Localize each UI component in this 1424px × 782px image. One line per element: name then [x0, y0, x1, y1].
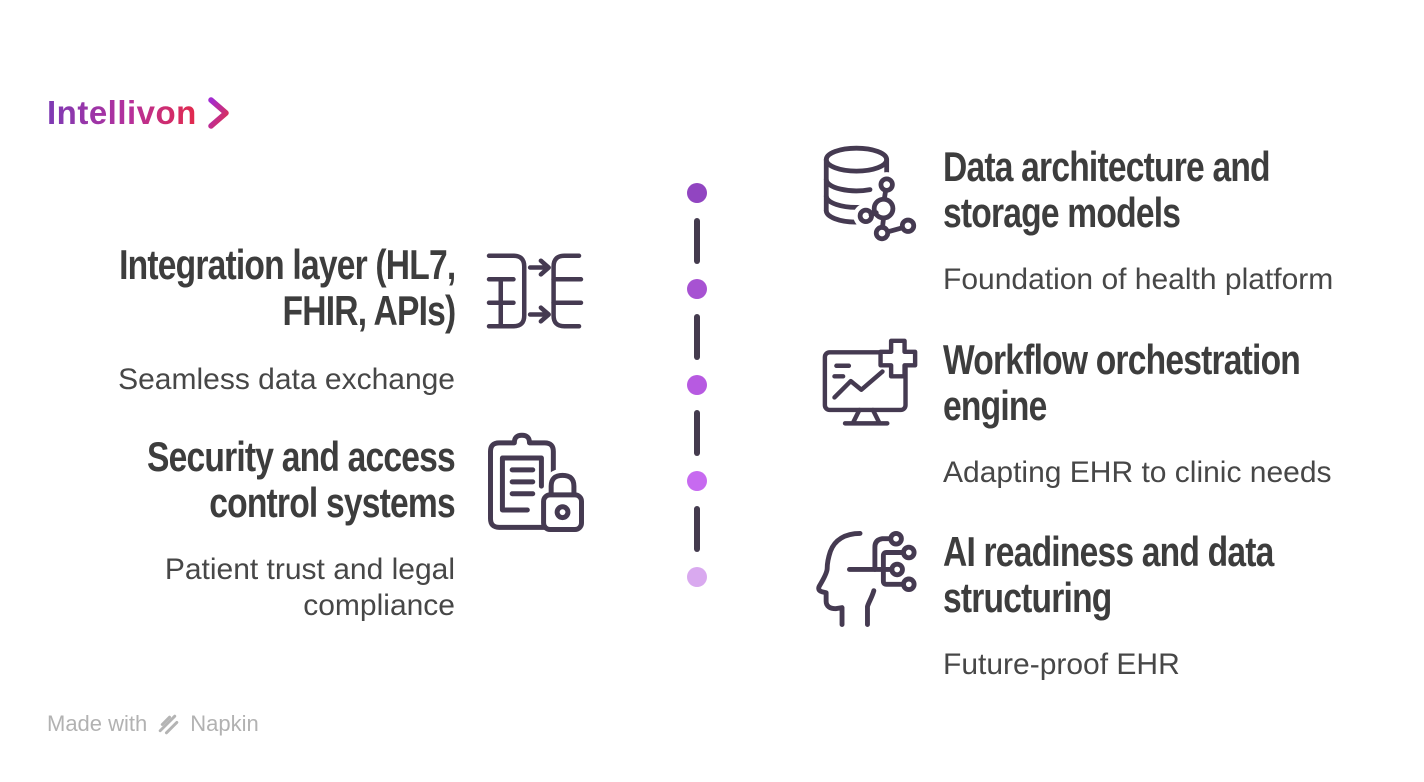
brand-name: Intellivon	[47, 94, 197, 131]
napkin-logo-icon	[156, 712, 181, 737]
clipboard-lock-icon	[481, 432, 591, 541]
right-item-1-subtitle: Foundation of health platform	[943, 263, 1334, 296]
made-with-label: Made with	[47, 711, 148, 736]
ai-head-circuit-icon	[804, 526, 932, 637]
left-item-2-subtitle: Patient trust and legal compliance	[164, 553, 455, 622]
left-item-1-subtitle: Seamless data exchange	[118, 363, 455, 396]
data-mapping-icon	[479, 247, 591, 342]
left-item-1-title: Integration layer (HL7, FHIR, APIs)	[118, 241, 456, 334]
monitor-health-icon	[812, 336, 928, 437]
chevron-right-icon	[207, 95, 232, 131]
left-item-2-title: Security and access control systems	[147, 433, 456, 526]
timeline-dot	[687, 471, 707, 491]
timeline	[687, 183, 707, 587]
timeline-connector	[694, 314, 700, 360]
timeline-connector	[694, 410, 700, 456]
timeline-dot	[687, 279, 707, 299]
timeline-connector	[694, 506, 700, 552]
brand-logo: Intellivon	[47, 94, 232, 132]
napkin-brand-label: Napkin	[190, 711, 259, 736]
database-network-icon	[812, 144, 928, 249]
right-item-2-subtitle: Adapting EHR to clinic needs	[943, 456, 1332, 489]
right-item-3-title: AI readiness and data structuring	[943, 528, 1274, 621]
made-with-napkin: Made with Napkin	[47, 711, 259, 737]
right-item-2-title: Workflow orchestration engine	[943, 336, 1301, 429]
right-item-1-title: Data architecture and storage models	[943, 143, 1271, 236]
timeline-dot	[687, 567, 707, 587]
right-item-3-subtitle: Future-proof EHR	[943, 648, 1180, 681]
timeline-connector	[694, 218, 700, 264]
timeline-dot	[687, 183, 707, 203]
timeline-dot	[687, 375, 707, 395]
